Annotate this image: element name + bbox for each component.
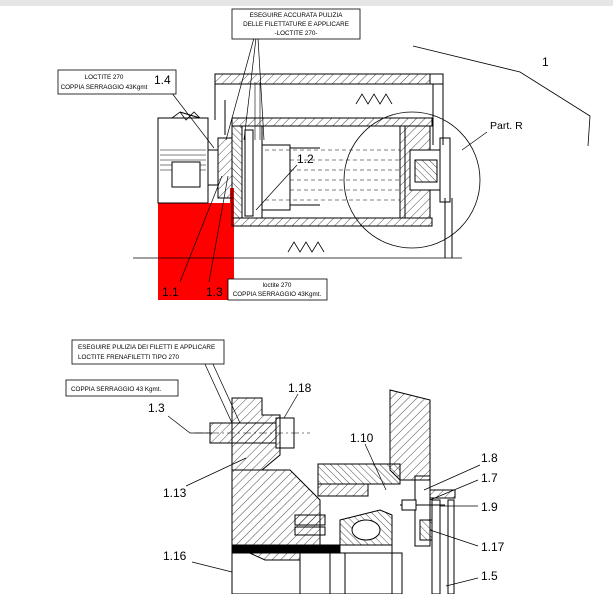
top-note-box: [231, 8, 361, 40]
ref-1-1: 1.1: [162, 285, 179, 299]
torque-note: COPPIA SERRAGGIO 43 Kgmt.: [71, 386, 162, 393]
lower-note-line2: LOCTITE FRENAFILETTI TIPO 270: [78, 354, 180, 361]
bottom-leaders: [167, 361, 481, 587]
ref-1-3: 1.3: [206, 285, 223, 299]
top-note-line2: DELLE FILETTATURE E APPLICARE: [243, 21, 349, 28]
detail-circle: [343, 111, 481, 249]
top-assembly-drawing: [133, 45, 591, 300]
top-leaders: [167, 37, 488, 283]
bottom-note-line1: loctite 270: [263, 282, 292, 289]
ref-1-8: 1.8: [481, 451, 498, 465]
ref-1-9: 1.9: [481, 500, 498, 514]
ref-1-4: 1.4: [154, 73, 171, 87]
ref-1-13: 1.13: [163, 486, 187, 500]
ref-1-17: 1.17: [481, 540, 505, 554]
bottom-detail-drawing: [195, 389, 456, 594]
ref-part-r: Part. R: [490, 120, 523, 132]
ref-1-7: 1.7: [481, 471, 498, 485]
ref-lower-1-3: 1.3: [148, 401, 165, 415]
left-note-line2: COPPIA SERRAGGIO 43Kgmt: [61, 84, 148, 91]
ref-1-10: 1.10: [350, 431, 374, 445]
ref-1: 1: [542, 55, 549, 69]
ref-1-5: 1.5: [481, 569, 498, 583]
ref-1-18: 1.18: [288, 381, 312, 395]
top-note-line1: ESEGUIRE ACCURATA PULIZIA: [250, 12, 344, 19]
ref-1-16: 1.16: [163, 549, 187, 563]
top-note-line3: -LOCTITE 270-: [274, 30, 317, 37]
top-bar: [0, 0, 613, 6]
torque-note-box: [65, 379, 179, 397]
lower-note-line1: ESEGUIRE PULIZIA DEI FILETTI E APPLICARE: [78, 344, 215, 351]
left-note-box: [57, 69, 177, 95]
lower-note-box: [71, 339, 225, 365]
ref-1-2: 1.2: [297, 152, 314, 166]
left-note-line1: LOCTITE 270: [85, 74, 124, 81]
highlight-zone: [158, 188, 234, 300]
bottom-note-box: [227, 278, 328, 301]
bottom-note-line2: COPPIA SERRAGGIO 43Kgmt.: [233, 291, 322, 298]
